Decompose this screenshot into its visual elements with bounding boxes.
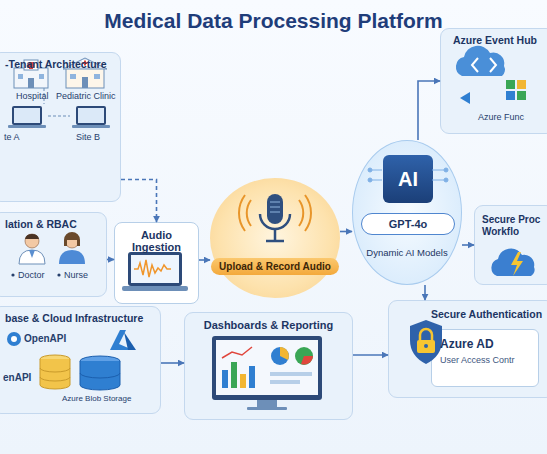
node-text: Azure AD [440, 337, 530, 351]
node-text: AI [398, 168, 418, 191]
label-text: Nurse [64, 270, 88, 280]
hospital-icon [14, 60, 48, 88]
azure-ad-box: Azure AD User Access Contr [431, 329, 539, 387]
node-text: Secure Proc Workflo [475, 206, 547, 238]
function-cloud [491, 249, 534, 276]
ai-circle: Dynamic AI ModelsAI GPT-4o [352, 140, 462, 285]
node-text: User Access Contr [440, 355, 530, 365]
flow-arrow [340, 231, 352, 233]
label-text: Pediatric Clinic [56, 91, 116, 101]
circuit-lines [368, 168, 448, 182]
node-text: Secure Authentication [389, 301, 547, 320]
flow-arrow [462, 244, 474, 246]
microphone-icon [239, 194, 311, 241]
cloud-db-icons [7, 330, 136, 390]
flow-arrow [353, 354, 388, 356]
dashboard-monitor [212, 336, 322, 410]
node-text: Audio Ingestion [115, 223, 198, 259]
label-text: Doctor [18, 270, 45, 280]
node-text: -Tenant Architecture [0, 53, 120, 75]
label-text: enAPI [3, 372, 31, 383]
label-text: Site B [76, 132, 100, 142]
staff-icons [11, 232, 85, 277]
flow-arrow [121, 180, 157, 223]
label-text: te A [4, 132, 20, 142]
node-text: Dynamic AI Models [353, 141, 461, 258]
label-text: Azure Func [478, 112, 524, 122]
site-laptops [8, 88, 110, 128]
lock-shield [410, 320, 442, 364]
label-text: Hospital [16, 91, 49, 101]
flow-arrow [161, 362, 184, 364]
flow-arrow [199, 259, 210, 261]
event-hub-icons [456, 46, 526, 104]
node-text: Azure Event Hub [441, 29, 547, 51]
node-text: Upload & Record Audio [211, 258, 339, 275]
flow-arrow [418, 81, 440, 140]
node-text: Dashboards & Reporting [185, 313, 352, 337]
node-text: GPT-4o [389, 218, 428, 230]
node-text: base & Cloud Infrastructure [0, 307, 160, 329]
model-pill: GPT-4o [361, 213, 455, 235]
label-text: Azure Blob Storage [62, 394, 131, 403]
diagram-title: Medical Data Processing Platform [0, 9, 547, 33]
flow-arrow [424, 285, 426, 300]
ai-chip: AI [383, 155, 433, 203]
label-text: OpenAPI [24, 333, 66, 344]
audio-laptop [122, 252, 188, 291]
clinic-icon [63, 58, 107, 88]
rbac-panel: lation & RBAC [0, 212, 107, 297]
flow-arrow [107, 259, 114, 261]
node-text: lation & RBAC [0, 213, 106, 235]
